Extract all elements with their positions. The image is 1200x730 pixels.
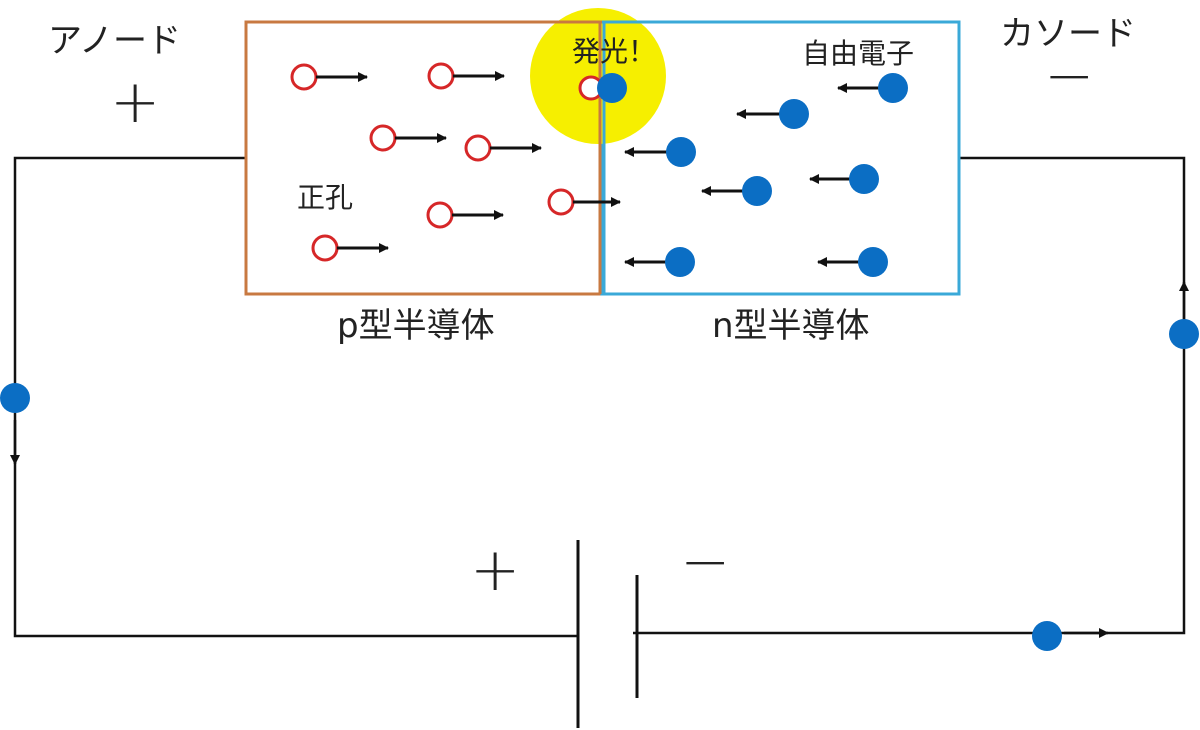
cathode-label: カソード	[1000, 14, 1136, 54]
electron-dot	[665, 247, 695, 277]
n-type-label: n型半導体	[712, 306, 870, 346]
electron-dot	[1169, 319, 1199, 349]
electron-dot	[858, 247, 888, 277]
p-type-label: p型半導体	[337, 306, 495, 346]
hole-circle	[464, 134, 492, 162]
electron-dot	[597, 73, 627, 103]
hole-with-arrow	[369, 124, 447, 152]
wire-electrons	[0, 319, 1199, 651]
hole-with-arrow	[464, 134, 542, 162]
electron-dot	[878, 73, 908, 103]
hole-circle	[547, 188, 575, 216]
cathode-wire	[633, 156, 1186, 635]
electron-dot	[1032, 621, 1062, 651]
hole-with-arrow	[426, 201, 504, 229]
emission-glow	[530, 8, 666, 144]
free-electrons	[597, 73, 908, 277]
electron-with-arrow	[809, 164, 879, 194]
n-type-region	[600, 20, 961, 296]
hole-circle	[427, 62, 455, 90]
hole-label: 正孔	[297, 181, 353, 214]
electron-dot	[849, 164, 879, 194]
hole-with-arrow	[311, 234, 389, 262]
battery-plus-sign: +	[470, 535, 520, 605]
electron-dot	[742, 176, 772, 206]
hole-circle	[311, 234, 339, 262]
electron-with-arrow	[624, 247, 695, 277]
electron-with-arrow	[624, 137, 696, 167]
battery-minus-sign: −	[680, 527, 730, 597]
anode-sign: +	[110, 67, 160, 137]
hole-with-arrow	[547, 188, 621, 216]
current-direction-arrows	[10, 281, 1189, 638]
electron-with-arrow	[817, 247, 888, 277]
hole-with-arrow	[290, 63, 368, 91]
electron-dot	[779, 99, 809, 129]
electron-dot	[666, 137, 696, 167]
hole-circle	[290, 63, 318, 91]
electron-with-arrow	[736, 99, 809, 129]
holes	[290, 62, 621, 262]
hole-circle	[426, 201, 454, 229]
electron-with-arrow	[837, 73, 908, 103]
electron-dot	[0, 383, 30, 413]
hole-circle	[369, 124, 397, 152]
emission-label: 発光！	[572, 35, 656, 68]
anode-label: アノード	[48, 21, 181, 61]
electron-with-arrow	[701, 176, 772, 206]
cathode-sign: −	[1044, 41, 1094, 111]
free-electron-label: 自由電子	[802, 37, 914, 70]
hole-with-arrow	[427, 62, 505, 90]
